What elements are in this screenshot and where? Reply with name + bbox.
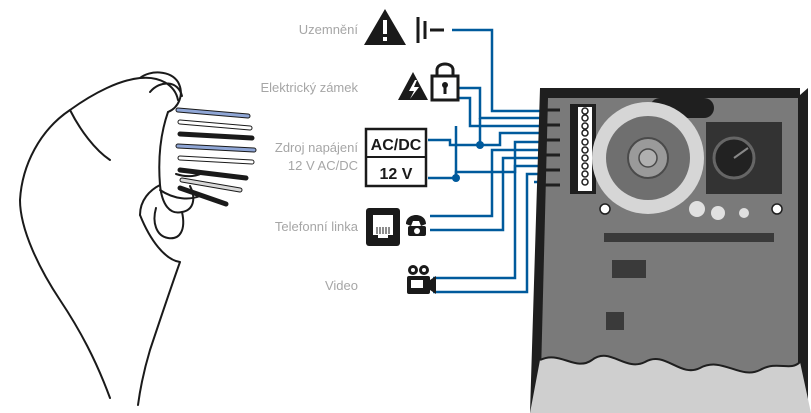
label-power-line2: 12 V AC/DC bbox=[287, 158, 358, 173]
wire-power-a bbox=[428, 131, 578, 147]
padlock-icon bbox=[430, 62, 460, 102]
ground-icon bbox=[416, 17, 444, 43]
label-video: Video bbox=[324, 278, 358, 293]
wire-grounding bbox=[452, 28, 578, 113]
wire-power-b bbox=[428, 140, 578, 180]
high-voltage-icon bbox=[398, 72, 428, 100]
wire-phone-a bbox=[430, 148, 578, 218]
telephone-icon bbox=[406, 215, 426, 236]
warning-icon bbox=[364, 9, 406, 45]
power-box-bottom: 12 V bbox=[380, 166, 413, 183]
wire-bundle bbox=[175, 107, 257, 207]
label-grounding: Uzemnění bbox=[298, 22, 358, 37]
label-power-line1: Zdroj napájení bbox=[274, 140, 358, 155]
power-box-top: AC/DC bbox=[371, 137, 422, 154]
intercom-device bbox=[530, 88, 811, 413]
label-electric-lock: Elektrický zámek bbox=[260, 80, 358, 95]
label-phone-line: Telefonní linka bbox=[274, 219, 358, 234]
hand-with-wires bbox=[19, 71, 257, 406]
wire-lock-b bbox=[459, 96, 578, 128]
wire-lock-a bbox=[459, 86, 578, 120]
rj11-socket-icon bbox=[366, 208, 400, 246]
camera-icon bbox=[407, 265, 436, 294]
wire-junctions bbox=[452, 141, 484, 182]
power-box: AC/DC 12 V bbox=[364, 127, 428, 188]
